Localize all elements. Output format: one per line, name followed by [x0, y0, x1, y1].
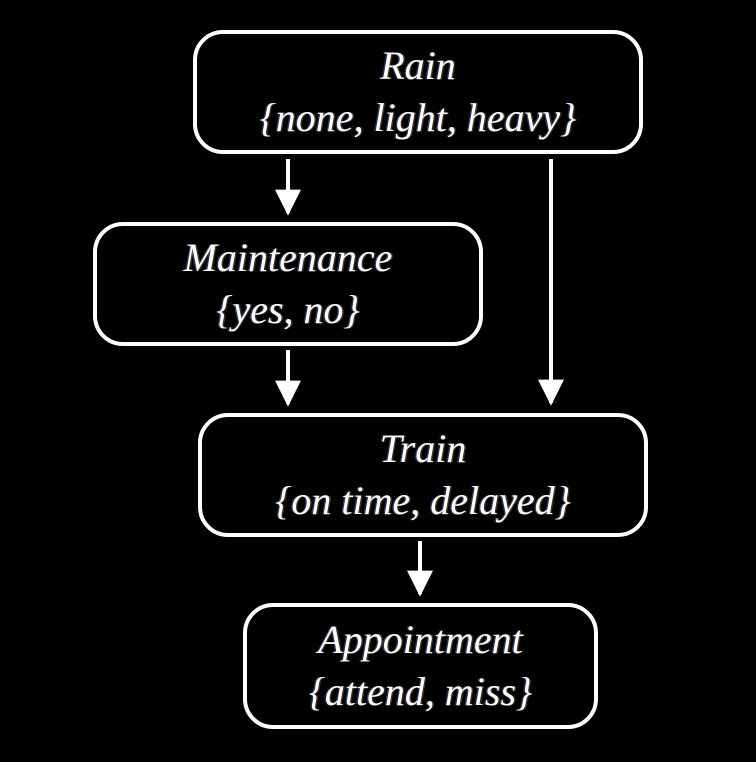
node-rain: Rain {none, light, heavy}: [193, 30, 643, 154]
node-rain-domain: {none, light, heavy}: [259, 95, 577, 140]
node-rain-label: Rain: [380, 43, 456, 88]
node-appointment-domain: {attend, miss}: [308, 669, 533, 714]
node-appointment-label: Appointment: [318, 617, 523, 662]
node-train-domain: {on time, delayed}: [275, 478, 571, 523]
node-maintenance-domain: {yes, no}: [216, 287, 360, 332]
node-train-label: Train: [379, 426, 467, 471]
node-appointment: Appointment {attend, miss}: [243, 603, 598, 729]
node-train: Train {on time, delayed}: [198, 413, 648, 537]
node-maintenance: Maintenance {yes, no}: [93, 222, 483, 346]
node-maintenance-label: Maintenance: [183, 235, 393, 280]
